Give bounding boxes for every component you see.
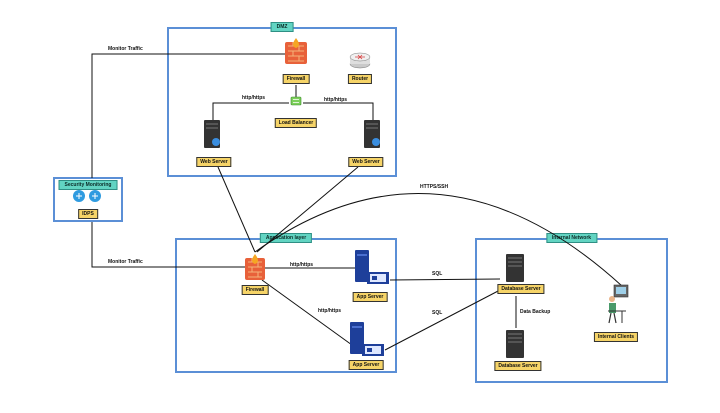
web-server-1-icon [204,120,220,148]
edge-monitor-top [91,53,285,178]
label-app-server-2: App Server [348,360,384,370]
zone-app-title: Application layer [259,233,313,243]
label-web-server-1: Web Server [196,157,232,167]
edge-label-http-app1: http/https [290,262,314,268]
load-balancer-icon [290,96,302,106]
edge-label-monitor-bottom: Monitor Traffic [108,259,143,265]
edge-label-http-left: http/https [242,95,266,101]
zone-internal-title: Internal Network [545,233,598,243]
edge-label-http-app2: http/https [318,308,342,314]
edge-monitor-bottom [91,222,252,268]
database-server-2-icon [506,330,524,358]
label-web-server-2: Web Server [348,157,384,167]
zone-security-monitoring: Security Monitoring [53,177,123,222]
edge-label-data-backup: Data Backup [520,309,551,315]
edge-fw-app2 [261,279,353,346]
router-icon [349,52,371,69]
edge-web1-fw [217,166,256,253]
label-database-server-2: Database Server [494,361,542,371]
label-load-balancer: Load Balancer [274,118,318,128]
edge-lb-web1 [212,102,289,121]
zone-dmz: DMZ [167,22,397,177]
app-server-1-icon [355,250,389,284]
label-internal-clients: Internal Clients [593,332,639,342]
edge-sql-2 [384,289,501,351]
label-firewall-app: Firewall [241,285,269,295]
edge-label-sql-1: SQL [432,271,443,277]
edge-web2-fw [256,166,359,253]
edge-label-monitor-top: Monitor Traffic [108,46,143,52]
edge-sql-1 [389,278,501,281]
zone-dmz-title: DMZ [270,22,294,32]
web-server-2-icon [364,120,380,148]
idps-icon [73,190,101,202]
label-app-server-1: App Server [352,292,388,302]
label-router: Router [347,74,373,84]
firewall-app-icon [245,254,265,280]
edge-label-http-right: http/https [324,97,348,103]
internal-clients-icon [608,284,629,324]
edge-https-ssh [254,193,623,287]
app-server-2-icon [350,322,384,356]
label-firewall-dmz: Firewall [282,74,310,84]
zone-security-title: Security Monitoring [58,180,118,190]
edge-label-https-ssh: HTTPS/SSH [420,184,449,190]
edge-lb-web2 [303,102,374,121]
label-idps: IDPS [78,209,98,219]
edge-label-sql-2: SQL [432,310,443,316]
label-database-server-1: Database Server [497,284,545,294]
database-server-1-icon [506,254,524,282]
firewall-dmz-icon [285,38,307,64]
